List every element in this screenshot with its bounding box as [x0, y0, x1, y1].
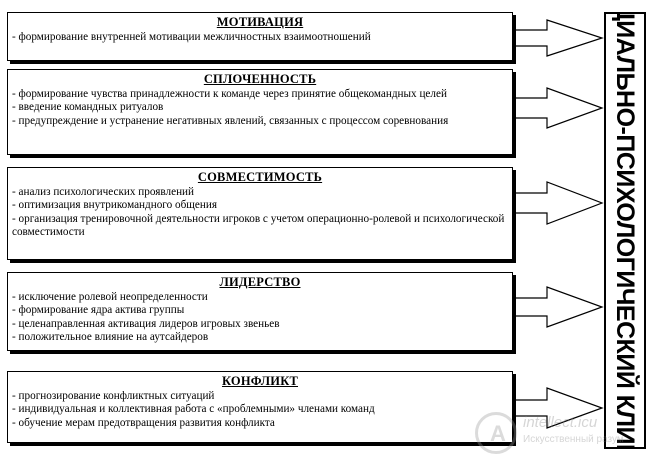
arrow-compatibility	[513, 181, 604, 225]
block-title: СПЛОЧЕННОСТЬ	[203, 72, 317, 86]
block-title: КОНФЛИКТ	[221, 374, 299, 388]
list-item: - исключение ролевой неопределенности	[12, 291, 208, 303]
list-item: - формирование внутренней мотивации межл…	[12, 31, 371, 43]
block-title: ЛИДЕРСТВО	[219, 275, 301, 289]
list-item: - целенаправленная активация лидеров игр…	[12, 317, 280, 330]
target-label: СОЦИАЛЬНО-ПСИХОЛОГИЧЕСКИЙ КЛИМАТ	[611, 12, 640, 449]
arrow-leadership	[513, 286, 604, 328]
watermark-name: intellect.icu	[523, 414, 598, 431]
target-box: СОЦИАЛЬНО-ПСИХОЛОГИЧЕСКИЙ КЛИМАТ	[604, 12, 646, 449]
list-item: - анализ психологических проявлений	[12, 186, 195, 198]
list-item: - обучение мерам предотвращения развития…	[12, 416, 275, 429]
block-compatibility: СОВМЕСТИМОСТЬ - анализ психологических п…	[7, 167, 513, 260]
block-motivation: МОТИВАЦИЯ - формирование внутренней моти…	[7, 12, 513, 61]
watermark-logo-icon: A	[475, 412, 517, 454]
block-cohesion: СПЛОЧЕННОСТЬ - формирование чувства прин…	[7, 69, 513, 155]
arrow-motivation	[513, 19, 604, 57]
watermark-subtitle: Искусственный разум	[523, 434, 624, 445]
list-item: - положительное влияние на аутсайдеров	[12, 331, 209, 344]
list-item: - формирование ядра актива группы	[12, 304, 185, 317]
arrow-cohesion	[513, 87, 604, 129]
list-item: - прогнозирование конфликтных ситуаций	[12, 390, 215, 402]
list-item: - введение командных ритуалов	[12, 101, 164, 114]
block-title: МОТИВАЦИЯ	[216, 15, 304, 29]
list-item: - организация тренировочной деятельности…	[12, 212, 505, 239]
list-item: - индивидуальная и коллективная работа с…	[12, 403, 375, 416]
watermark: A intellect.icu Искусственный разум	[475, 410, 635, 456]
block-leadership: ЛИДЕРСТВО - исключение ролевой неопредел…	[7, 272, 513, 351]
list-item: - формирование чувства принадлежности к …	[12, 88, 447, 100]
list-item: - предупреждение и устранение негативных…	[12, 114, 449, 127]
arrow-conflict	[513, 387, 604, 429]
list-item: - оптимизация внутрикомандного общения	[12, 199, 217, 212]
block-title: СОВМЕСТИМОСТЬ	[197, 170, 323, 184]
block-conflict: КОНФЛИКТ - прогнозирование конфликтных с…	[7, 371, 513, 443]
